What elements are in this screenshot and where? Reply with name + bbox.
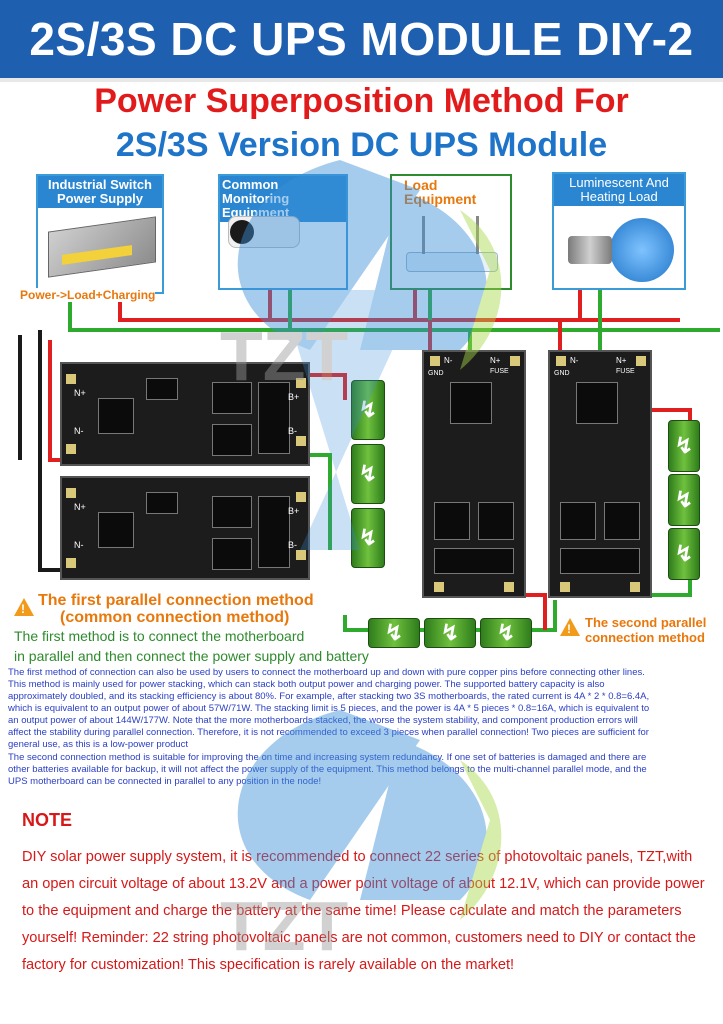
method1-subtitle: (common connection method) [60,609,290,626]
light-bulb-image [610,218,674,282]
detail-line: general use, as this is a low-power prod… [8,739,189,750]
card-label: Industrial Switch Power Supply [38,176,162,208]
detail-line: The second connection method is suitable… [8,752,647,763]
power-supply-image [48,216,156,278]
warning-icon [560,618,580,636]
subtitle-line2: 2S/3S Version DC UPS Module [115,126,608,164]
method1-desc-line2: in parallel and then connect the power s… [14,648,369,664]
ups-board-3: N- N+ GND FUSE [422,350,526,598]
battery-cell: ↯ [668,528,700,580]
method2-title: The second parallel [585,615,707,630]
card-luminescent-load: Luminescent And Heating Load [552,172,686,290]
note-body: DIY solar power supply system, it is rec… [22,849,705,973]
detail-line: The first method of connection can also … [8,667,645,678]
camera-lens-image [230,220,254,244]
card-switch-power-supply: Industrial Switch Power Supply [36,174,164,294]
method2-subtitle: connection method [585,630,705,645]
card-load-equipment: Load Equipment [390,174,512,290]
warning-icon [14,598,34,616]
router-antenna-image [422,216,425,254]
battery-cell: ↯ [368,618,420,648]
green-bus-wire [68,295,720,332]
detail-line: This method is mainly used for power sta… [8,679,605,690]
battery-cell: ↯ [668,420,700,472]
card-label: Luminescent And Heating Load [554,174,684,206]
subtitle-line1: Power Superposition Method For [94,82,629,120]
card-label: Load Equipment [404,177,477,207]
battery-cell: ↯ [351,380,385,440]
power-flow-caption: Power->Load+Charging [20,288,156,302]
page-title-banner: 2S/3S DC UPS MODULE DIY-2 [0,0,723,82]
ups-board-2: N+ N- B+ B- [60,476,310,580]
ups-board-4: N- N+ GND FUSE [548,350,652,598]
card-monitoring-equipment: Common Monitoring Equipment [218,174,348,290]
battery-cell: ↯ [668,474,700,526]
red-bus-wire [118,295,680,322]
ups-board-1: N+ N- B+ B- [60,362,310,466]
router-antenna-image [476,216,479,254]
detail-line: an output power of about 144W/177W. Note… [8,715,638,726]
detail-line: UPS motherboard can be connected in para… [8,776,322,787]
battery-cell: ↯ [351,444,385,504]
method1-desc-line1: The first method is to connect the mothe… [14,628,305,644]
bulb-base-image [568,236,612,264]
battery-cell: ↯ [480,618,532,648]
detail-line: approximately doubled, and its stacking … [8,691,650,702]
router-image [406,252,498,272]
wiring-diagram [18,290,720,632]
card-label: Common Monitoring Equipment [220,176,346,222]
detail-line: other batteries available for backup, it… [8,764,647,775]
method1-title: The first parallel connection method [38,592,314,609]
detail-line: affect the stability during parallel con… [8,727,649,738]
battery-cell: ↯ [351,508,385,568]
battery-cell: ↯ [424,618,476,648]
note-title: NOTE [22,810,73,830]
detail-line: which is equivalent to an output power o… [8,703,650,714]
